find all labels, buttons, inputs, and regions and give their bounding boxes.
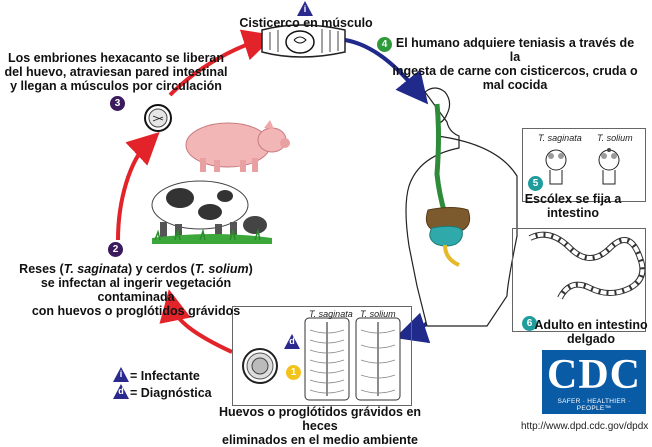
stage-4-line-3: mal cocida: [482, 78, 548, 92]
arrow-embryos-to-cysticercus: [168, 29, 276, 97]
stage-4-line-1: El humano adquiere teniasis a través de …: [395, 36, 635, 64]
stage-3-line-2: del huevo, atraviesan pared intestinal: [4, 65, 228, 79]
stage-2-line-1: Reses (T. saginata) y cerdos (T. solium): [19, 262, 253, 276]
stage-3-label: Los embriones hexacanto se liberan del h…: [2, 51, 230, 93]
scolex-solium-label: T. solium: [597, 133, 633, 143]
stage-6-line-2: delgado: [567, 332, 615, 346]
diagnostic-stage-icon: [284, 334, 300, 349]
feces-stage-line-2: eliminados en el medio ambiente: [222, 433, 418, 447]
legend-infective-icon: [113, 367, 129, 382]
stage-3-line-1: Los embriones hexacanto se liberan: [7, 51, 225, 65]
legend-diagnostic-text: = Diagnóstica: [130, 386, 212, 400]
diagnostic-stage-icon-label: d: [289, 336, 295, 346]
legend-infective-icon-label: i: [119, 369, 123, 379]
feces-stage-label: Huevos o proglótidos grávidos en heces e…: [200, 405, 440, 447]
stage-2-badge: 2: [108, 242, 123, 257]
arrow-cysticercus-to-human: [344, 38, 429, 105]
egg-illustration: [242, 348, 278, 384]
cdc-logo-text: CDC: [547, 352, 641, 398]
infective-stage-icon-label: i: [303, 4, 307, 14]
scolex-illustration: [545, 148, 620, 185]
feces-panel: [232, 306, 412, 406]
human-illustration: [405, 87, 518, 327]
stage-5-badge: 5: [528, 176, 543, 191]
arrow-animals-to-embryos: [116, 132, 160, 241]
stage-1-badge: 1: [286, 365, 301, 380]
legend-diagnostic-icon: [113, 384, 129, 399]
hexacanth-embryo-illustration: [144, 104, 172, 132]
proglottid-solium: [355, 317, 401, 401]
stage-2-line-3: con huevos o proglótidos grávidos: [31, 304, 241, 318]
stage-3-badge: 3: [110, 96, 125, 111]
stage-6-line-1: Adulto en intestino: [534, 318, 648, 332]
stage-2-line-2: se infectan al ingerir vegetación contam…: [40, 276, 232, 304]
feces-stage-line-1: Huevos o proglótidos grávidos en heces: [218, 405, 422, 433]
life-cycle-diagram: [116, 24, 646, 401]
stage-5-label: Escólex se fija a intestino: [524, 192, 622, 220]
source-url: http://www.dpd.cdc.gov/dpdx: [521, 421, 649, 432]
proglottid-solium-label: T. solium: [360, 309, 396, 319]
stage-1-label: Cisticerco en músculo: [239, 16, 373, 30]
cdc-logo: CDC SAFER · HEALTHIER · PEOPLE™: [542, 350, 646, 414]
scolex-saginata-label: T. saginata: [538, 133, 582, 143]
stage-2-label: Reses (T. saginata) y cerdos (T. solium)…: [2, 262, 270, 318]
cow-illustration: [151, 180, 272, 244]
adult-worm-panel: [512, 228, 646, 332]
adult-tapeworm-illustration: [528, 231, 646, 300]
legend-infective-text: = Infectante: [130, 369, 200, 383]
stage-3-line-3: y llegan a músculos por circulación: [10, 79, 222, 93]
stage-6-label: Adulto en intestino delgado: [532, 318, 650, 346]
pig-illustration: [185, 120, 290, 172]
stage-4-badge: 4: [377, 37, 392, 52]
legend-diagnostic-icon-label: d: [118, 386, 124, 396]
scolex-panel: [522, 128, 646, 202]
cdc-logo-tagline: SAFER · HEALTHIER · PEOPLE™: [557, 398, 631, 412]
proglottid-saginata-label: T. saginata: [309, 309, 353, 319]
stage-4-label: El humano adquiere teniasis a través de …: [392, 36, 638, 92]
arrow-feces-to-animals: [159, 289, 233, 354]
cysticercus-illustration: [261, 24, 346, 58]
proglottid-saginata: [304, 317, 350, 401]
stage-6-badge: 6: [522, 316, 537, 331]
stage-4-line-2: ingesta de carne con cisticercos, cruda …: [392, 64, 638, 78]
infective-stage-icon: [297, 1, 313, 16]
